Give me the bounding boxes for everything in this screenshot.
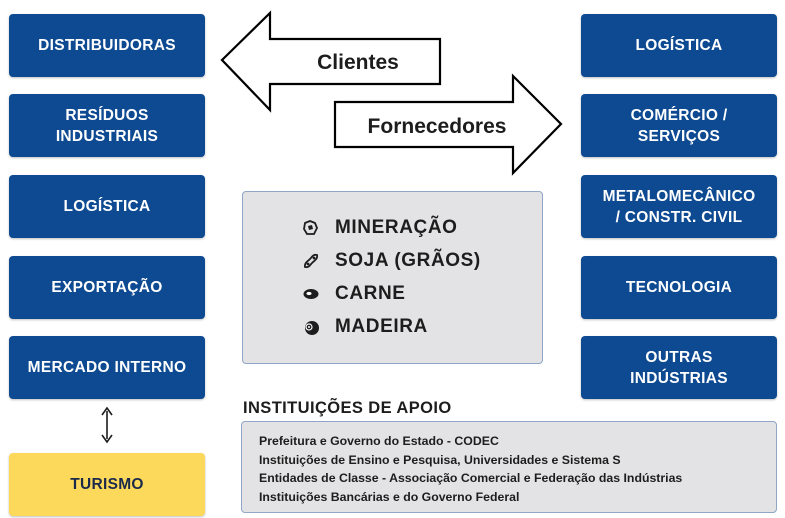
right-box-label: LOGÍSTICA [635, 37, 723, 54]
left-box-mercado-interno: MERCADO INTERNO [9, 336, 205, 399]
double-arrow-connector [101, 406, 113, 444]
product-label: CARNE [335, 283, 406, 304]
meat-icon [301, 284, 321, 304]
right-box-logistica: LOGÍSTICA [581, 14, 777, 77]
right-box-metalomecanico: METALOMECÂNICO / CONSTR. CIVIL [581, 175, 777, 238]
product-row-mining: MINERAÇÃO [301, 217, 458, 239]
right-box-label: COMÉRCIO / SERVIÇOS [630, 106, 728, 145]
support-line: Instituições Bancárias e do Governo Fede… [259, 489, 520, 504]
right-box-label: METALOMECÂNICO / CONSTR. CIVIL [602, 187, 756, 226]
left-box-residuos-industriais: RESÍDUOS INDUSTRIAIS [9, 94, 205, 157]
product-row-soy: SOJA (GRÃOS) [301, 250, 481, 272]
wood-icon [301, 317, 321, 337]
left-box-label: RESÍDUOS INDUSTRIAIS [55, 106, 159, 145]
tourism-box: TURISMO [9, 453, 205, 516]
product-label: MINERAÇÃO [335, 217, 458, 238]
right-box-comercio-servicos: COMÉRCIO / SERVIÇOS [581, 94, 777, 157]
right-box-label: OUTRAS INDÚSTRIAS [630, 348, 728, 387]
left-box-exportacao: EXPORTAÇÃO [9, 256, 205, 319]
suppliers-arrow-label: Fornecedores [368, 115, 507, 138]
left-box-label: EXPORTAÇÃO [51, 279, 163, 296]
right-box-label: TECNOLOGIA [625, 279, 733, 296]
product-label: MADEIRA [335, 316, 428, 337]
right-box-tecnologia: TECNOLOGIA [581, 256, 777, 319]
right-box-outras-industrias: OUTRAS INDÚSTRIAS [581, 336, 777, 399]
support-line: Prefeitura e Governo do Estado - CODEC [259, 434, 499, 448]
left-box-distribuidoras: DISTRIBUIDORAS [9, 14, 205, 77]
products-panel: MINERAÇÃO SOJA (GRÃOS) CARNE [242, 191, 543, 364]
soybean-icon [301, 251, 321, 271]
product-label: SOJA (GRÃOS) [335, 250, 481, 271]
left-box-logistica: LOGÍSTICA [9, 175, 205, 238]
tourism-box-label: TURISMO [70, 476, 144, 493]
left-box-label: MERCADO INTERNO [27, 359, 187, 376]
support-line: Instituições de Ensino e Pesquisa, Unive… [259, 452, 621, 467]
product-row-wood: MADEIRA [301, 316, 428, 338]
clients-arrow-label: Clientes [317, 51, 399, 74]
support-line: Entidades de Classe - Associação Comerci… [259, 471, 683, 485]
mining-icon [301, 218, 321, 238]
suppliers-arrow [333, 73, 563, 176]
left-box-label: DISTRIBUIDORAS [38, 37, 176, 54]
clients-arrow [220, 10, 442, 113]
support-panel: Prefeitura e Governo do Estado - CODEC I… [241, 421, 777, 513]
product-row-meat: CARNE [301, 283, 406, 305]
left-box-label: LOGÍSTICA [63, 198, 151, 215]
support-title: INSTITUIÇÕES DE APOIO [243, 399, 452, 417]
